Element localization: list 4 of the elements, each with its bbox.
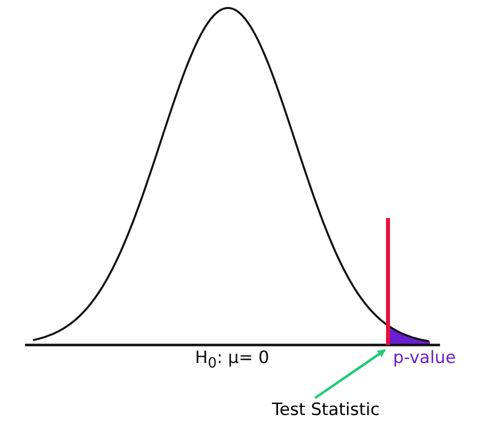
arrow [314,348,386,400]
annotation-text: Test Statistic [272,400,380,420]
hypothesis-label: H$_{0}$: μ= 0 [195,348,270,374]
p-value-label: p-value [393,348,456,368]
